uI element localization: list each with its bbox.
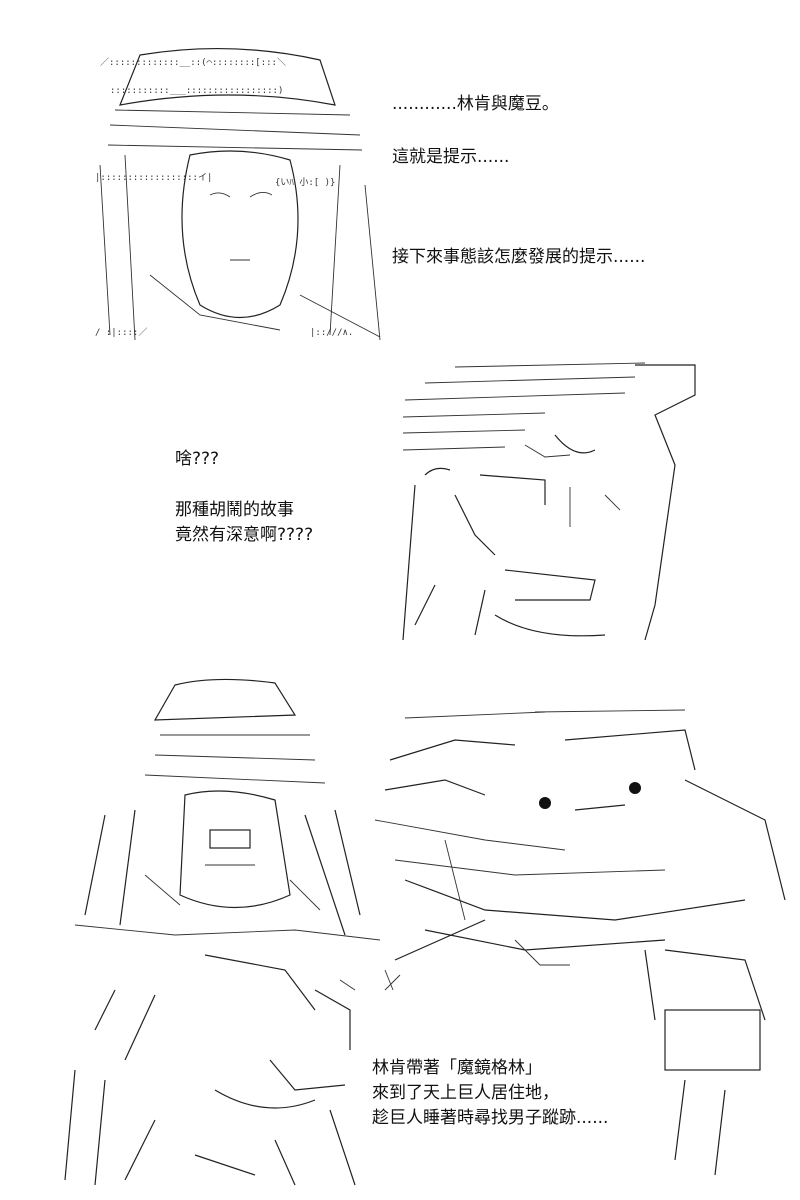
caption-top-line1: ............林肯與魔豆。 xyxy=(392,94,559,114)
svg-text::::::::::::___::::::::::::::::: :::::::::::___:::::::::::::::::) xyxy=(110,86,283,96)
bottom-left-upper-ascii-figure xyxy=(45,675,390,950)
middle-right-ascii-figure xyxy=(395,355,705,645)
caption-mid-line1: 啥??? xyxy=(175,449,220,469)
svg-text:{いﾊ 小:[ )}: {いﾊ 小:[ )} xyxy=(275,177,335,188)
bottom-left-lower-ascii-figure xyxy=(55,950,405,1190)
caption-top-line3: 接下來事態該怎麼發展的提示...... xyxy=(392,247,646,267)
svg-text:|::::::::::::::::::イ|: |::::::::::::::::::イ| xyxy=(95,173,212,183)
caption-mid-line2: 那種胡鬧的故事 xyxy=(175,500,294,520)
caption-mid-line3: 竟然有深意啊???? xyxy=(175,525,314,545)
svg-text:／:::::::::::::__::(⌒::::::::[:: ／:::::::::::::__::(⌒::::::::[:::＼ xyxy=(100,57,286,68)
svg-text:/ :|::::／: / :|::::／ xyxy=(95,327,147,338)
top-left-ascii-figure: ／:::::::::::::__::(⌒::::::::[:::＼ ::::::… xyxy=(80,45,385,345)
caption-top-line2: 這就是提示...... xyxy=(392,147,510,167)
caption-bottom-line2: 來到了天上巨人居住地， xyxy=(372,1083,559,1103)
bottom-right-ascii-figure xyxy=(365,700,790,1180)
svg-text:|::///∧.: |::///∧. xyxy=(310,328,353,338)
caption-bottom-line3: 趁巨人睡著時尋找男子蹤跡...... xyxy=(372,1108,609,1128)
caption-bottom-line1: 林肯帶著「魔鏡格林」 xyxy=(372,1058,542,1078)
